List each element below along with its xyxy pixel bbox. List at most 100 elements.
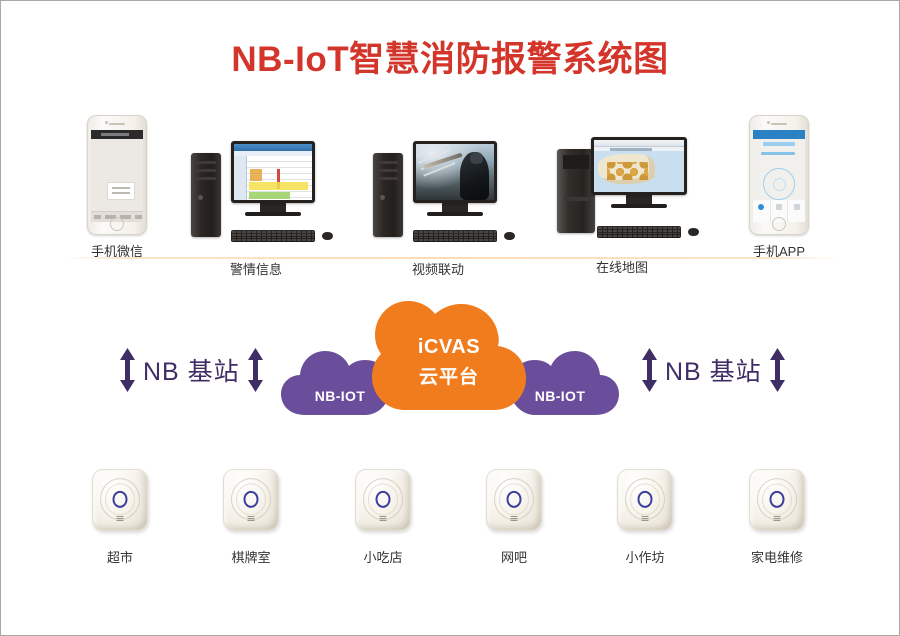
led-indicator-icon — [506, 490, 522, 508]
cloud-shape-icon — [509, 351, 619, 415]
nb-base-station-label: NB 基站 — [143, 358, 240, 386]
monitor-screen — [591, 137, 687, 195]
sensor-label: 超市 — [106, 550, 134, 565]
wechat-toolbar — [91, 211, 143, 222]
app-tabbar — [753, 200, 805, 222]
smartphone-wechat-icon — [87, 115, 147, 235]
nb-base-station-right: NB 基站 — [641, 345, 786, 395]
smoke-detector-icon — [355, 469, 411, 531]
led-indicator-icon — [769, 490, 785, 508]
phone-speaker-icon — [109, 123, 125, 125]
icvas-cloud-name: iCVAS — [417, 336, 481, 358]
nbiot-cloud-label: NB-IOT — [534, 388, 586, 404]
smoke-detector-icon — [749, 469, 805, 531]
icvas-cloud-subname: 云平台 — [418, 367, 479, 388]
led-indicator-icon — [637, 490, 653, 508]
sensor-item-supermarket[interactable]: 超市 — [92, 469, 148, 565]
phone-home-button-icon — [110, 217, 124, 231]
vent-grille-icon — [773, 516, 781, 521]
top-item-alarm-info[interactable]: 警情信息 — [191, 141, 333, 277]
app-subtitle-placeholder — [761, 152, 795, 155]
desktop-computer-icon — [373, 141, 515, 242]
monitor-screen — [413, 141, 497, 203]
vent-grille-icon — [510, 516, 518, 521]
nb-base-station-left: NB 基站 — [119, 345, 264, 395]
wechat-titlebar — [91, 130, 143, 139]
led-indicator-icon — [375, 490, 391, 508]
pc-monitor-icon — [225, 141, 321, 216]
desktop-computer-icon — [557, 137, 699, 238]
phone-screen — [753, 130, 805, 222]
pc-monitor-icon — [407, 141, 503, 216]
vent-grille-icon — [379, 516, 387, 521]
pc-tower-icon — [373, 153, 403, 237]
sensor-item-workshop[interactable]: 小作坊 — [617, 469, 673, 565]
nb-base-station-label: NB 基站 — [665, 358, 762, 386]
sensor-item-chess-room[interactable]: 棋牌室 — [223, 469, 279, 565]
wechat-message-card — [107, 182, 135, 200]
sensor-device-row: 超市 棋牌室 小吃店 网吧 — [1, 469, 899, 584]
app-status-dial-icon — [763, 168, 795, 200]
top-item-video-linkage[interactable]: 视频联动 — [373, 141, 515, 277]
cloud-shape-icon — [372, 301, 526, 410]
top-item-label: 手机APP — [752, 244, 806, 259]
smoke-detector-icon — [486, 469, 542, 531]
sensor-label: 网吧 — [500, 550, 528, 565]
phone-screen — [91, 130, 143, 222]
phone-camera-icon — [767, 121, 770, 124]
sensor-label: 小作坊 — [625, 550, 665, 565]
sensor-label: 家电维修 — [750, 550, 804, 565]
top-item-label: 在线地图 — [595, 260, 649, 275]
nbiot-cloud-right: NB-IOT — [499, 341, 621, 417]
page-title: NB-IoT智慧消防报警系统图 — [231, 40, 669, 79]
top-item-wechat-phone[interactable]: 手机微信 — [87, 115, 147, 259]
smoke-detector-icon — [92, 469, 148, 531]
led-indicator-icon — [112, 490, 128, 508]
up-down-arrow-icon — [120, 348, 135, 392]
up-down-arrow-icon — [247, 348, 263, 392]
top-item-online-map[interactable]: 在线地图 — [557, 137, 699, 275]
video-surveillance-screen — [416, 144, 494, 200]
mouse-icon — [322, 232, 333, 240]
sensor-item-internet-cafe[interactable]: 网吧 — [486, 469, 542, 565]
app-title-placeholder — [763, 142, 795, 146]
sensor-item-snack-shop[interactable]: 小吃店 — [355, 469, 411, 565]
phone-home-button-icon — [772, 217, 786, 231]
cloud-platform-group: NB-IOT NB-IOT iCVAS 云平台 — [1, 286, 899, 426]
top-item-mobile-app[interactable]: 手机APP — [749, 115, 809, 259]
keyboard-icon — [231, 230, 315, 242]
pc-monitor-icon — [591, 137, 687, 208]
monitor-screen — [231, 141, 315, 203]
pc-tower-icon — [557, 149, 595, 233]
alarm-info-app-screen — [234, 144, 312, 200]
led-indicator-icon — [243, 490, 259, 508]
online-map-screen — [594, 140, 684, 192]
top-device-row: 手机微信 — [1, 113, 899, 277]
phone-camera-icon — [105, 121, 108, 124]
keyboard-icon — [597, 226, 681, 238]
up-down-arrow-icon — [769, 348, 785, 392]
sensor-label: 棋牌室 — [231, 550, 271, 565]
up-down-arrow-icon — [642, 348, 657, 392]
vent-grille-icon — [116, 516, 124, 521]
vent-grille-icon — [247, 516, 255, 521]
nbiot-cloud-label: NB-IOT — [314, 388, 366, 404]
mouse-icon — [504, 232, 515, 240]
smoke-detector-icon — [223, 469, 279, 531]
smartphone-app-icon — [749, 115, 809, 235]
cloud-shape-icon — [281, 351, 391, 415]
phone-speaker-icon — [771, 123, 787, 125]
icvas-cloud-platform[interactable]: iCVAS 云平台 — [369, 286, 529, 411]
mouse-icon — [688, 228, 699, 236]
sensor-label: 小吃店 — [363, 550, 403, 565]
smoke-detector-icon — [617, 469, 673, 531]
nbiot-cloud-left: NB-IOT — [279, 341, 401, 417]
top-item-label: 视频联动 — [411, 262, 465, 277]
pc-tower-icon — [191, 153, 221, 237]
keyboard-icon — [413, 230, 497, 242]
desktop-computer-icon — [191, 141, 333, 242]
sensor-item-appliance-repair[interactable]: 家电维修 — [749, 469, 805, 565]
vent-grille-icon — [641, 516, 649, 521]
top-item-label: 警情信息 — [229, 262, 283, 277]
